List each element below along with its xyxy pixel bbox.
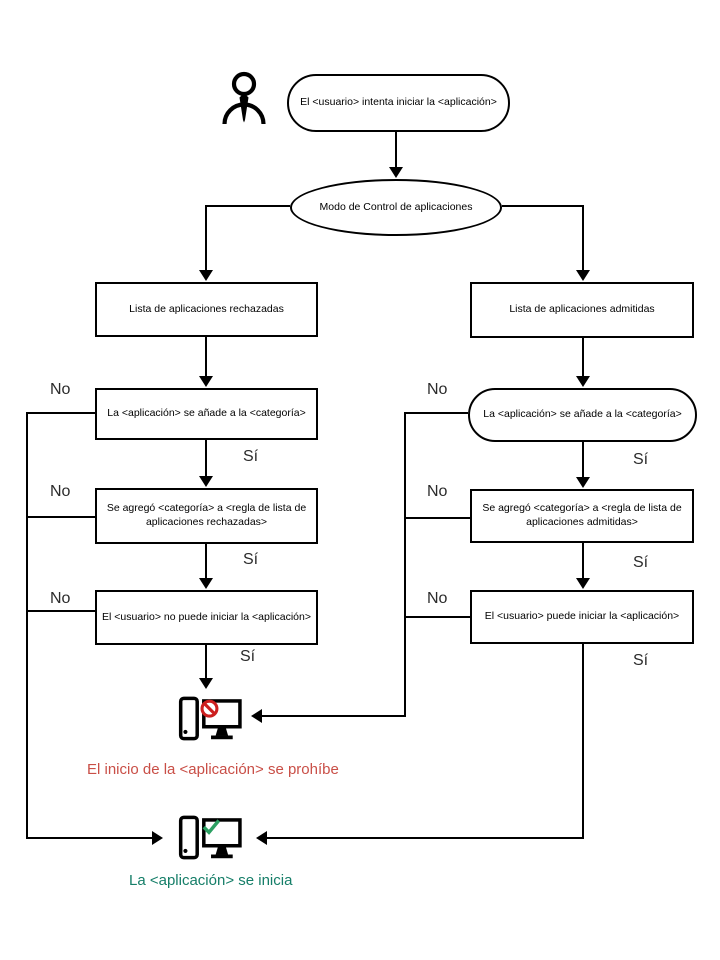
connector-r4-started-v [582,644,584,839]
label-yes-left-2: Sí [243,551,259,568]
label-no-right-1: No [427,381,448,398]
connector-mode-left-v [205,205,207,271]
node-denylist-rule-label: Se agregó <categoría> a <regla de lista … [106,502,307,528]
arrowhead-r4-started [256,831,267,845]
node-mode: Modo de Control de aplicaciones [290,179,502,236]
connector-mode-right-v [582,205,584,271]
label-yes-right-3: Sí [633,652,649,669]
node-allowlist-rule-label: Se agregó <categoría> a <regla de lista … [482,502,682,528]
connector-l1-l2 [205,337,207,377]
connector-no-right-2 [405,517,470,519]
node-user-can-start-label: El <usuario> puede iniciar la <aplicació… [484,610,680,623]
node-mode-label: Modo de Control de aplicaciones [319,200,473,213]
label-no-left-3: No [50,590,71,607]
computer-started-icon [178,815,242,860]
node-denylist-category: La <aplicación> se añade a la <categoría… [95,388,318,440]
connector-r4-started-h [266,837,584,839]
node-start: El <usuario> intenta iniciar la <aplicac… [287,74,510,132]
connector-no-left-v [26,412,28,839]
label-yes-left-1: Sí [243,448,259,465]
node-user-cannot-start-label: El <usuario> no puede iniciar la <aplica… [102,610,311,623]
arrowhead-mode-right [576,270,590,281]
connector-l3-l4 [205,544,207,579]
node-denylist-category-label: La <aplicación> se añade a la <categoría… [107,407,306,420]
node-allowlist-category-label: La <aplicación> se añade a la <categoría… [483,408,682,421]
connector-no-right-3 [405,616,470,618]
connector-l2-l3 [205,440,207,477]
connector-mode-right-h [502,205,584,207]
node-denylist-label: Lista de aplicaciones rechazadas [129,302,284,315]
label-no-left-2: No [50,483,71,500]
arrowhead-start-mode [389,167,403,178]
node-allowlist-rule: Se agregó <categoría> a <regla de lista … [470,489,694,543]
arrowhead-no-left-started [152,831,163,845]
connector-l4-blocked [205,645,207,679]
prohibit-slash [203,702,216,715]
connector-r3-r4 [582,543,584,579]
connector-no-left-2 [27,516,95,518]
outcome-started-text: La <aplicación> se inicia [129,872,293,889]
node-allowlist: Lista de aplicaciones admitidas [470,282,694,338]
connector-no-left-1 [27,412,95,414]
node-allowlist-label: Lista de aplicaciones admitidas [509,303,655,316]
arrowhead-no-right-blocked [251,709,262,723]
arrowhead-l3-l4 [199,578,213,589]
label-no-right-2: No [427,483,448,500]
connector-no-left-3 [27,610,95,612]
connector-mode-left-h [205,205,290,207]
connector-no-right-1 [405,412,468,414]
connector-no-right-v [404,412,406,717]
label-yes-right-2: Sí [633,554,649,571]
node-user-can-start: El <usuario> puede iniciar la <aplicació… [470,590,694,644]
arrowhead-r3-r4 [576,578,590,589]
arrowhead-l1-l2 [199,376,213,387]
arrowhead-l2-l3 [199,476,213,487]
check-icon [202,819,221,835]
computer-blocked-icon [178,696,242,741]
node-allowlist-category: La <aplicación> se añade a la <categoría… [468,388,697,442]
node-denylist: Lista de aplicaciones rechazadas [95,282,318,337]
label-yes-left-3: Sí [240,648,256,665]
arrowhead-l4-blocked [199,678,213,689]
node-start-label: El <usuario> intenta iniciar la <aplicac… [300,96,497,109]
outcome-blocked-text: El inicio de la <aplicación> se prohíbe [87,761,339,778]
connector-start-mode [395,132,397,168]
arrowhead-mode-left [199,270,213,281]
user-icon [222,71,266,125]
connector-r2-r3 [582,442,584,478]
arrowhead-r1-r2 [576,376,590,387]
connector-no-left-to-started [26,837,153,839]
connector-no-right-to-blocked [261,715,406,717]
label-no-right-3: No [427,590,448,607]
label-no-left-1: No [50,381,71,398]
node-user-cannot-start: El <usuario> no puede iniciar la <aplica… [95,590,318,645]
label-yes-right-1: Sí [633,451,649,468]
node-denylist-rule: Se agregó <categoría> a <regla de lista … [95,488,318,544]
arrowhead-r2-r3 [576,477,590,488]
connector-r1-r2 [582,338,584,377]
